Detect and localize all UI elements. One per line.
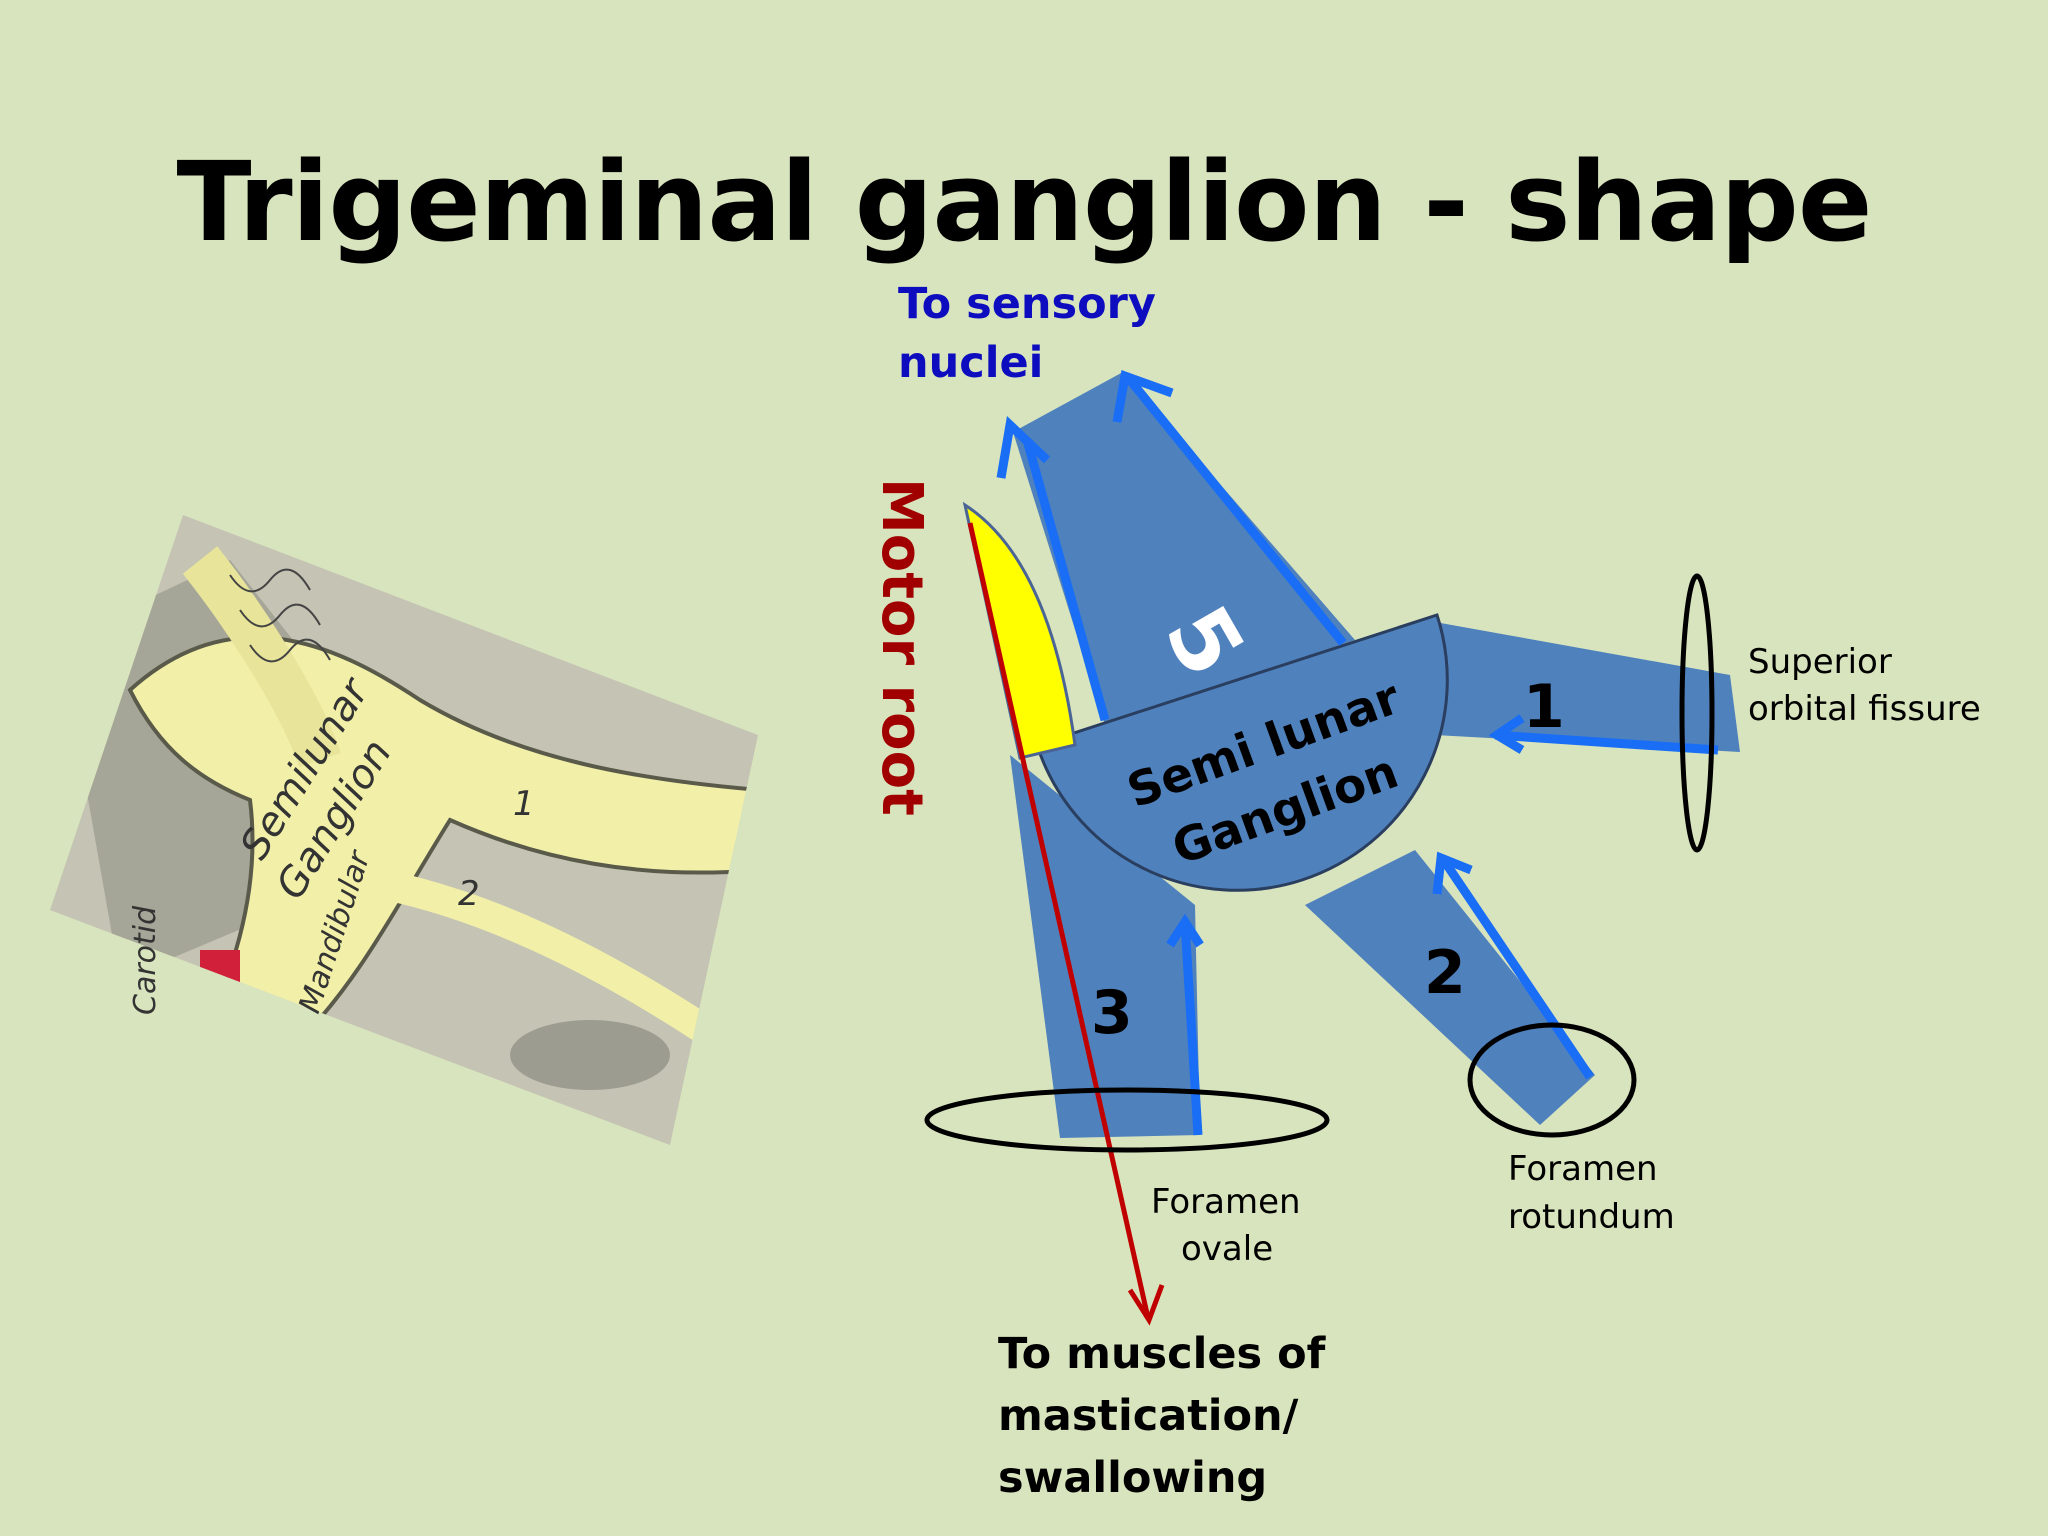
arrow-sensory-right — [1126, 377, 1347, 646]
arrow-sensory-right-head — [1112, 369, 1174, 423]
superior-orbital-fissure-ring — [1679, 573, 1715, 853]
arrow-branch-2 — [1441, 859, 1594, 1080]
label-ovale-line-1: Foramen — [1151, 1182, 1301, 1222]
label-branch-3: 3 — [1091, 978, 1133, 1048]
illustration-label-branch-2: 2 — [458, 874, 480, 914]
label-rotundum-line-2: rotundum — [1508, 1197, 1675, 1237]
branch-3-mandibular — [1010, 755, 1200, 1138]
label-sof-line-2: orbital fissure — [1748, 689, 1981, 729]
illustration-label-branch-1: 1 — [513, 784, 535, 824]
arrow-branch-2-head — [1432, 851, 1473, 895]
arrow-sensory-left — [1022, 438, 1110, 722]
illustration-hatching — [229, 568, 311, 593]
arrow-motor-root-head — [1127, 1284, 1165, 1326]
arrow-branch-1-head — [1488, 714, 1525, 754]
label-muscles-line-3: swallowing — [998, 1453, 1267, 1503]
arrow-sensory-left-head — [996, 415, 1051, 479]
label-branch-1: 1 — [1523, 672, 1565, 742]
arrow-motor-root — [967, 522, 1151, 1319]
illustration-label-carotid: Carotid — [128, 905, 163, 1015]
label-sof-line-1: Superior — [1748, 642, 1892, 682]
trigeminal-schematic: To sensory nuclei Motor root 5 1 2 3 Sem… — [869, 279, 1981, 1503]
illustration-nerve-trunk — [182, 546, 341, 768]
label-rotundum-line-1: Foramen — [1508, 1149, 1658, 1189]
sensory-root-band — [1013, 372, 1355, 725]
illustration-hatching — [249, 638, 331, 663]
label-ovale-line-2: ovale — [1181, 1229, 1273, 1269]
branch-2-maxillary — [1305, 850, 1595, 1125]
label-muscles-line-1: To muscles of — [998, 1329, 1327, 1379]
foramen-ovale-ring — [924, 1087, 1330, 1153]
arrow-branch-3 — [1180, 922, 1203, 1136]
illustration-foramen-shadow — [510, 1020, 670, 1090]
slide-title: Trigeminal ganglion - shape — [176, 138, 1872, 266]
illustration-carotid-artery — [200, 950, 240, 1050]
illustration-hatching — [239, 603, 321, 628]
illustration-nerve-branch — [377, 743, 758, 847]
branch-1-ophthalmic — [1435, 622, 1740, 752]
label-muscles-line-2: mastication/ — [998, 1391, 1299, 1441]
arrow-branch-3-head — [1166, 913, 1204, 948]
foramen-rotundum-ring — [1467, 1022, 1637, 1138]
label-branch-2: 2 — [1424, 938, 1466, 1008]
label-sensory-line-2: nuclei — [898, 338, 1043, 388]
anatomical-illustration: Semilunar Ganglion Mandibular Carotid 1 … — [50, 515, 758, 1145]
semilunar-ganglion — [1035, 613, 1449, 892]
label-sensory-line-1: To sensory — [898, 279, 1156, 329]
motor-root-fill — [962, 501, 1077, 760]
illustration-nerve-branch — [357, 865, 729, 1053]
label-motor-root: Motor root — [869, 478, 934, 816]
